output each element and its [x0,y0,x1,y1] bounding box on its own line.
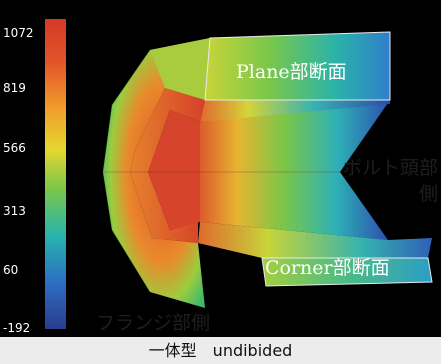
top-slab-lower [200,100,390,122]
flange-side-label: フランジ部側 [96,312,211,334]
top-slab-side [150,38,210,100]
colorbar-tick-label: 1072 [3,26,34,40]
colorbar-tick-label: 60 [3,263,19,277]
colorbar-tick-label: -192 [3,321,31,335]
bolt-head-side-label: ボルト頭部側 [342,157,438,205]
colorbar-tick-label: 819 [3,81,26,95]
inner-band [148,110,200,230]
outer-edge [102,49,151,293]
middle-band [130,88,205,243]
plane-section-face [204,31,391,101]
contour-svg [45,19,433,329]
figure-caption: 一体型 undibided [148,341,293,360]
contour-plot: 1072 819 566 313 60 -192 Plane部断面 Corner… [0,0,441,337]
corner-section-face [261,257,433,287]
corner-section-label: Corner部断面 [265,257,390,279]
outer-ring [103,38,210,308]
colorbar-tick-label: 313 [3,204,26,218]
bottom-slab-side [198,222,432,258]
inner-lower-face [200,172,388,240]
colorbar [45,19,66,329]
inner-upper-face [200,100,390,172]
plane-section-label: Plane部断面 [236,61,347,83]
colorbar-tick-label: 566 [3,141,26,155]
